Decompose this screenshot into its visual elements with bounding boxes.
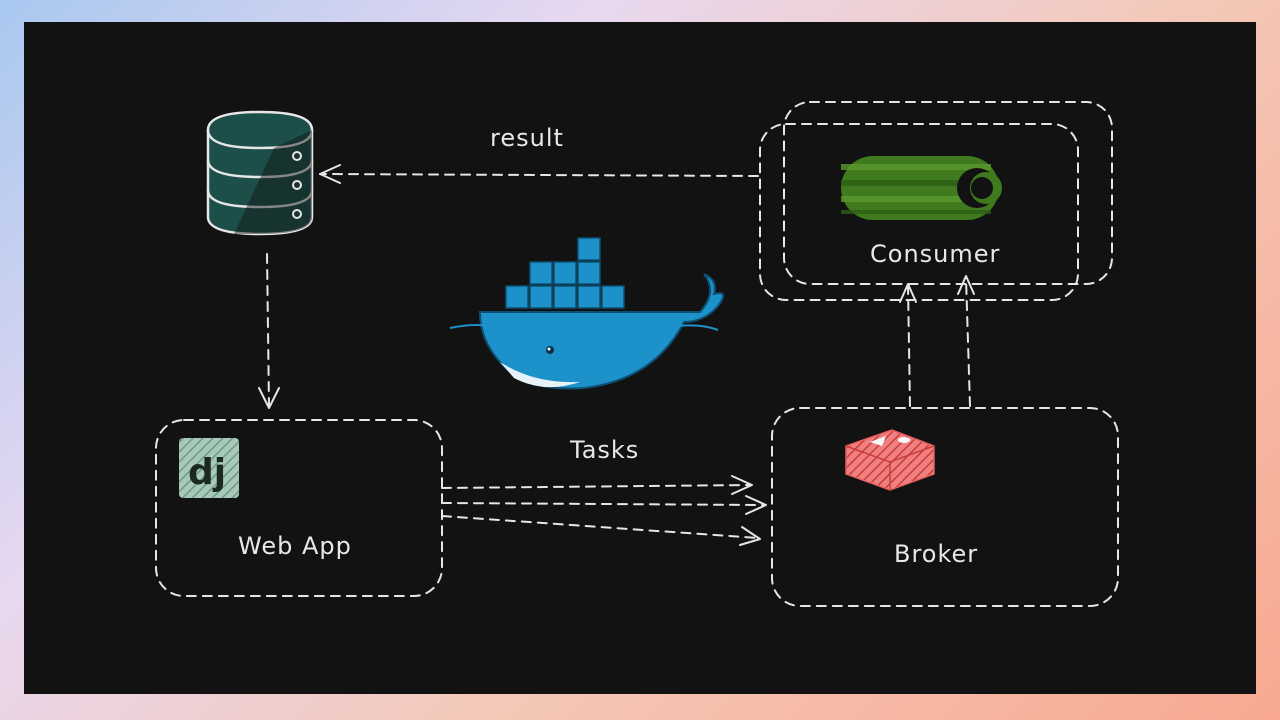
tasks-label: Tasks	[569, 436, 639, 464]
tasks-arrows	[441, 475, 767, 546]
django-logo-icon: dj	[179, 438, 239, 498]
celery-cucumber-icon	[841, 156, 1002, 220]
consumer-box	[759, 101, 1113, 301]
broker-to-consumer-arrows	[899, 275, 975, 407]
webapp-box	[155, 419, 443, 597]
result-label: result	[490, 124, 564, 152]
django-logo-text: dj	[188, 452, 226, 493]
webapp-label: Web App	[238, 532, 352, 560]
database-to-webapp-arrow	[258, 253, 280, 409]
docker-whale-icon	[449, 237, 725, 390]
result-arrow	[319, 164, 759, 184]
database-icon	[206, 110, 314, 236]
redis-icon	[845, 429, 935, 491]
broker-label: Broker	[894, 540, 978, 568]
consumer-label: Consumer	[870, 240, 1000, 268]
architecture-diagram: result Consumer	[155, 101, 1119, 607]
diagram-canvas: result Consumer	[24, 22, 1256, 694]
broker-box	[771, 407, 1119, 607]
